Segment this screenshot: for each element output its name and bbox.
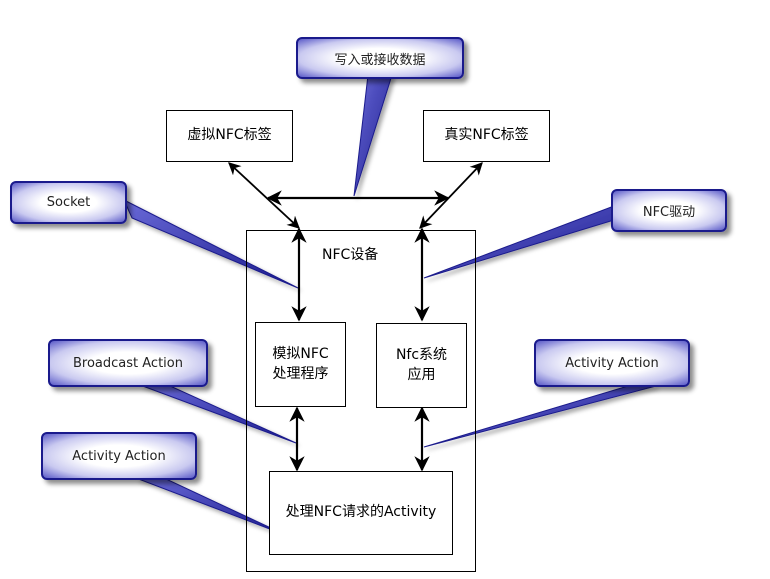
callout-broadcast-action: Broadcast Action [48,339,208,387]
nfc-activity-box: 处理NFC请求的Activity [269,471,453,555]
arrow-virtual-tag-to-device [228,162,300,229]
emulator-handler-line1: 模拟NFC [272,345,329,362]
real-nfc-tag-box: 真实NFC标签 [423,110,550,162]
callout-tail-socket [122,198,299,289]
nfc-system-app-box: Nfc系统 应用 [376,323,467,408]
virtual-nfc-tag-box: 虚拟NFC标签 [166,110,293,162]
nfc-system-app-line2: 应用 [407,366,436,383]
nfc-device-container [246,230,476,572]
emulator-handler-box: 模拟NFC 处理程序 [255,322,346,407]
callout-write-read: 写入或接收数据 [296,37,464,79]
callout-socket: Socket [10,181,127,224]
emulator-handler-line2: 处理程序 [272,365,329,382]
nfc-device-label: NFC设备 [322,247,379,263]
nfc-system-app-line1: Nfc系统 [395,346,448,363]
callout-tail-write-read [353,74,393,197]
callout-activity-action-left: Activity Action [41,432,197,480]
arrow-real-tag-to-device [419,162,483,229]
callout-activity-action-right: Activity Action [534,339,690,387]
callout-nfc-driver: NFC驱动 [611,189,727,232]
